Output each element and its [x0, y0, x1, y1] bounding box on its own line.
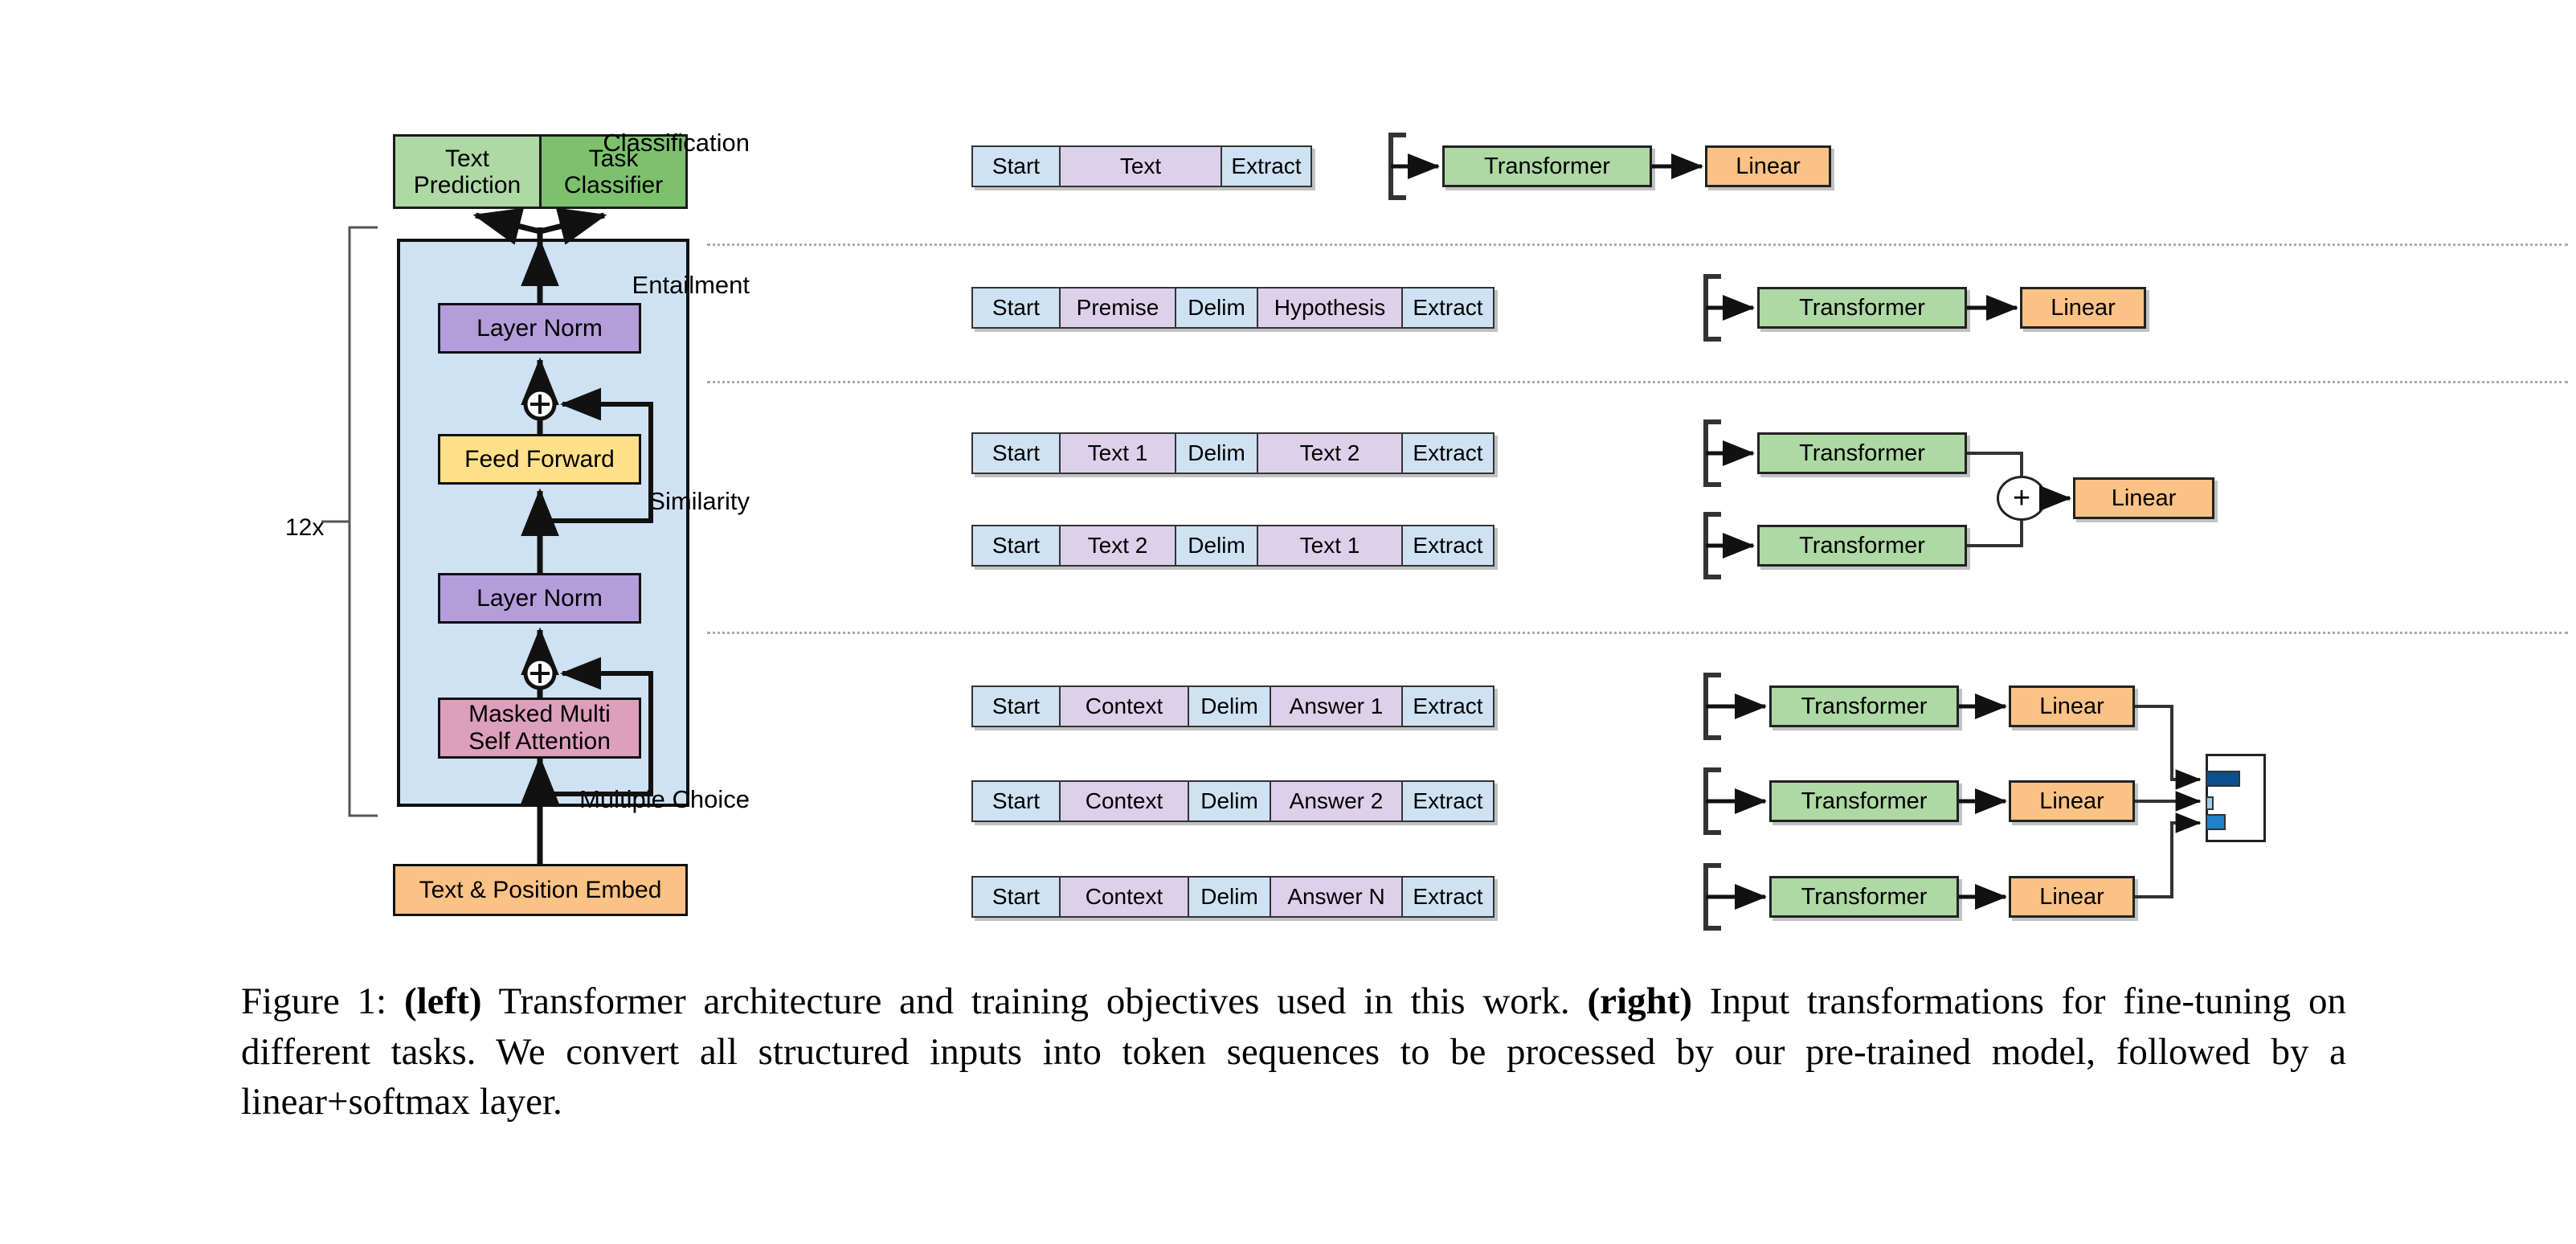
- token-start: Start: [973, 782, 1061, 820]
- row-label-similarity: Similarity: [648, 487, 750, 515]
- row-label-classification: Classification: [603, 129, 750, 157]
- token-delim: Delim: [1176, 434, 1258, 473]
- separator-2: [707, 381, 2568, 383]
- token-context: Context: [1061, 878, 1189, 916]
- attention-line-1: Masked Multi: [468, 701, 611, 728]
- token-sequence-similarity-a: Start Text 1 Delim Text 2 Extract: [971, 432, 1494, 474]
- token-extract: Extract: [1222, 147, 1310, 186]
- token-answer-2: Answer 2: [1271, 782, 1403, 820]
- token-extract: Extract: [1403, 434, 1493, 473]
- token-hypothesis: Hypothesis: [1258, 288, 1403, 327]
- token-extract: Extract: [1403, 782, 1493, 820]
- softmax-bar-3: [2206, 814, 2226, 830]
- token-extract: Extract: [1403, 288, 1493, 327]
- token-text-1: Text 1: [1061, 434, 1176, 473]
- caption-prefix: Figure 1:: [241, 980, 387, 1022]
- layer-norm-bottom: Layer Norm: [438, 573, 641, 624]
- softmax-output-chart: [2206, 754, 2266, 842]
- token-start: Start: [973, 288, 1061, 327]
- attention-label: Masked Multi Self Attention: [468, 701, 611, 755]
- linear-classification: Linear: [1705, 145, 1831, 187]
- feed-forward: Feed Forward: [438, 434, 641, 485]
- token-delim: Delim: [1189, 878, 1271, 916]
- repeat-count-label: 12x: [285, 514, 325, 541]
- token-sequence-mc-n: Start Context Delim Answer N Extract: [971, 876, 1494, 918]
- token-sequence-similarity-b: Start Text 2 Delim Text 1 Extract: [971, 525, 1494, 567]
- transformer-mc-1: Transformer: [1769, 685, 1959, 727]
- token-extract: Extract: [1403, 687, 1493, 726]
- attention-line-2: Self Attention: [468, 728, 611, 755]
- transformer-classification: Transformer: [1442, 145, 1652, 187]
- token-sequence-mc-2: Start Context Delim Answer 2 Extract: [971, 780, 1494, 822]
- row-label-multiple-choice: Multiple Choice: [579, 785, 750, 813]
- transformer-mc-2: Transformer: [1769, 780, 1959, 822]
- token-premise: Premise: [1061, 288, 1176, 327]
- token-context: Context: [1061, 782, 1189, 820]
- token-text-2: Text 2: [1061, 526, 1176, 565]
- token-answer-1: Answer 1: [1271, 687, 1403, 726]
- row-label-entailment: Entailment: [632, 271, 750, 299]
- token-text-1: Text 1: [1258, 526, 1403, 565]
- token-sequence-entailment: Start Premise Delim Hypothesis Extract: [971, 287, 1494, 329]
- token-extract: Extract: [1403, 526, 1493, 565]
- token-answer-n: Answer N: [1271, 878, 1403, 916]
- softmax-bar-1: [2206, 771, 2240, 787]
- token-text: Text: [1061, 147, 1222, 186]
- text-position-embed: Text & Position Embed: [393, 864, 688, 916]
- token-delim: Delim: [1189, 687, 1271, 726]
- token-extract: Extract: [1403, 878, 1493, 916]
- caption-bold-left: (left): [403, 980, 482, 1022]
- linear-mc-n: Linear: [2009, 876, 2135, 918]
- transformer-similarity-b: Transformer: [1757, 525, 1967, 567]
- caption-part-2: Input transformations for fine-tuning on…: [241, 980, 2347, 1123]
- token-delim: Delim: [1189, 782, 1271, 820]
- transformer-entailment: Transformer: [1757, 287, 1967, 329]
- caption-bold-right: (right): [1587, 980, 1693, 1022]
- token-start: Start: [973, 147, 1061, 186]
- linear-similarity: Linear: [2073, 477, 2214, 519]
- token-text-2: Text 2: [1258, 434, 1403, 473]
- similarity-sum-node: +: [1997, 476, 2046, 521]
- masked-multi-self-attention: Masked Multi Self Attention: [438, 698, 641, 759]
- separator-1: [707, 243, 2568, 246]
- token-sequence-mc-1: Start Context Delim Answer 1 Extract: [971, 685, 1494, 727]
- figure-caption: Figure 1: (left) Transformer architectur…: [241, 976, 2346, 1127]
- token-start: Start: [973, 526, 1061, 565]
- token-start: Start: [973, 687, 1061, 726]
- caption-part-1: Transformer architecture and training ob…: [481, 980, 1588, 1022]
- token-sequence-classification: Start Text Extract: [971, 145, 1312, 187]
- token-delim: Delim: [1176, 288, 1258, 327]
- token-start: Start: [973, 434, 1061, 473]
- linear-mc-2: Linear: [2009, 780, 2135, 822]
- transformer-mc-n: Transformer: [1769, 876, 1959, 918]
- token-context: Context: [1061, 687, 1189, 726]
- layer-norm-top: Layer Norm: [438, 303, 641, 354]
- softmax-bar-2: [2206, 796, 2214, 810]
- separator-3: [707, 632, 2568, 634]
- transformer-similarity-a: Transformer: [1757, 432, 1967, 474]
- token-delim: Delim: [1176, 526, 1258, 565]
- linear-entailment: Linear: [2020, 287, 2146, 329]
- linear-mc-1: Linear: [2009, 685, 2135, 727]
- token-start: Start: [973, 878, 1061, 916]
